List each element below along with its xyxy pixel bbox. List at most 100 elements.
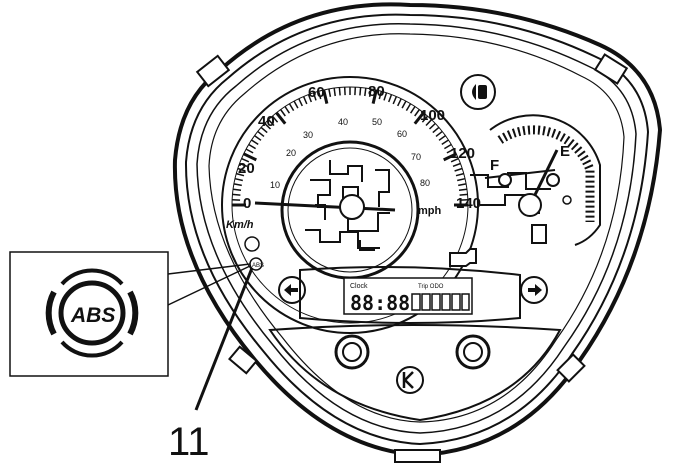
- speedometer-tick: [236, 172, 245, 177]
- mph-tick-80: 80: [420, 178, 430, 188]
- speedometer-tick: [438, 134, 446, 141]
- kmh-tick-140: 140: [456, 195, 481, 212]
- speedometer-tick: [435, 130, 443, 137]
- abs-icon-text: ABS: [70, 304, 115, 327]
- mph-tick-70: 70: [411, 152, 421, 162]
- speedometer-tick: [458, 183, 467, 187]
- speedometer: 0 20 40 60 80 100 120 140 10 20 30 40 50…: [221, 76, 481, 334]
- kmh-tick-20: 20: [238, 160, 255, 177]
- speedometer-tick: [288, 103, 295, 111]
- fuel-empty-label: E: [560, 143, 570, 160]
- kmh-tick-0: 0: [243, 195, 251, 212]
- speedometer-tick: [444, 143, 452, 150]
- speedometer-tick: [237, 167, 246, 172]
- callout-number: 11: [168, 420, 210, 464]
- speedometer-tick: [368, 88, 372, 97]
- speedometer-tick: [409, 106, 416, 114]
- speedometer-ticks: [232, 87, 468, 207]
- speedometer-tick: [239, 162, 248, 168]
- mph-tick-30: 30: [303, 130, 313, 140]
- speedometer-tick: [455, 172, 464, 177]
- speedometer-tick: [271, 115, 279, 123]
- speedometer-tick: [428, 122, 436, 130]
- speedometer-tick: [405, 103, 412, 111]
- kmh-unit-label: Km/h: [226, 219, 254, 231]
- speedometer-tick: [254, 134, 262, 141]
- speedometer-tick: [371, 89, 378, 104]
- right-adjust-button[interactable]: [455, 334, 491, 370]
- speedometer-tick: [397, 98, 402, 107]
- kmh-tick-60: 60: [308, 84, 325, 101]
- lcd-panel: Clock Trip ODO 88:88: [299, 265, 521, 324]
- speedometer-tick: [333, 88, 336, 97]
- speedometer-tick: [293, 100, 299, 109]
- speedometer-tick: [302, 96, 308, 105]
- speedometer-tick: [446, 148, 455, 154]
- speedometer-tick: [425, 119, 433, 127]
- speedometer-tick: [322, 89, 329, 104]
- speedometer-tick: [264, 122, 272, 130]
- mph-tick-10: 10: [270, 180, 280, 190]
- speedometer-tick: [452, 162, 461, 168]
- left-adjust-button[interactable]: [334, 334, 370, 370]
- mph-tick-50: 50: [372, 117, 382, 127]
- speedometer-tick: [260, 126, 268, 134]
- kmh-tick-40: 40: [258, 113, 275, 130]
- lcd-clock-digits: 88:88: [350, 291, 410, 315]
- speedometer-tick: [364, 88, 367, 97]
- speedometer-tick: [383, 92, 388, 101]
- speedometer-tick: [338, 87, 341, 96]
- svg-text:ABS: ABS: [252, 263, 264, 269]
- abs-callout: ABS 11: [9, 251, 254, 464]
- left-turn-signal-icon: [278, 276, 306, 304]
- fuel-gauge: F E: [470, 114, 601, 246]
- speedometer-tick: [241, 157, 250, 163]
- speedometer-tick: [454, 167, 463, 172]
- speedometer-tick: [421, 115, 429, 123]
- speedometer-tick: [243, 152, 257, 162]
- speedometer-tick: [233, 188, 242, 191]
- speedometer-tick: [359, 87, 362, 96]
- mph-tick-60: 60: [397, 129, 407, 139]
- speedometer-tick: [279, 109, 286, 117]
- lower-console: [268, 324, 562, 422]
- speedometer-tick: [317, 91, 322, 100]
- brand-logo: [396, 366, 424, 394]
- speedometer-tick: [284, 106, 291, 114]
- kmh-tick-120: 120: [450, 145, 475, 162]
- left-indicator-lamps: ABS: [244, 236, 264, 271]
- speedometer-tick: [312, 92, 317, 101]
- speedometer-tick: [450, 157, 459, 163]
- speedometer-tick: [414, 109, 421, 117]
- mph-unit-label: mph: [418, 205, 442, 217]
- fuel-pump-icon: [531, 224, 547, 244]
- speedometer-tick: [432, 126, 440, 134]
- speedometer-tick: [457, 177, 466, 182]
- lcd-odometer-segments: [411, 293, 470, 311]
- speedometer-tick: [443, 152, 457, 162]
- speedometer-tick: [275, 111, 287, 125]
- speedometer-tick: [248, 143, 256, 150]
- speedometer-tick: [307, 94, 313, 103]
- speedometer-tick: [392, 96, 398, 105]
- speedometer-tick: [232, 193, 241, 196]
- speedometer-tick: [401, 100, 407, 109]
- speedometer-tick: [328, 88, 332, 97]
- abs-warning-icon: ABS: [45, 268, 139, 358]
- speedometer-tick: [387, 94, 393, 103]
- speedometer-tick: [413, 111, 425, 125]
- lcd-odo-label: Trip ODO: [418, 284, 444, 290]
- mounting-tabs: [195, 53, 629, 463]
- speedometer-tick: [234, 177, 243, 182]
- kmh-tick-80: 80: [368, 83, 385, 100]
- speedometer-tick: [458, 188, 467, 191]
- speedometer-tick: [257, 130, 265, 137]
- mph-tick-20: 20: [286, 148, 296, 158]
- engine-check-icon: [449, 248, 477, 267]
- speedometer-tick: [298, 98, 303, 107]
- mph-tick-40: 40: [338, 117, 348, 127]
- kmh-tick-100: 100: [420, 107, 445, 124]
- right-turn-signal-icon: [520, 276, 548, 304]
- speedometer-tick: [233, 183, 242, 187]
